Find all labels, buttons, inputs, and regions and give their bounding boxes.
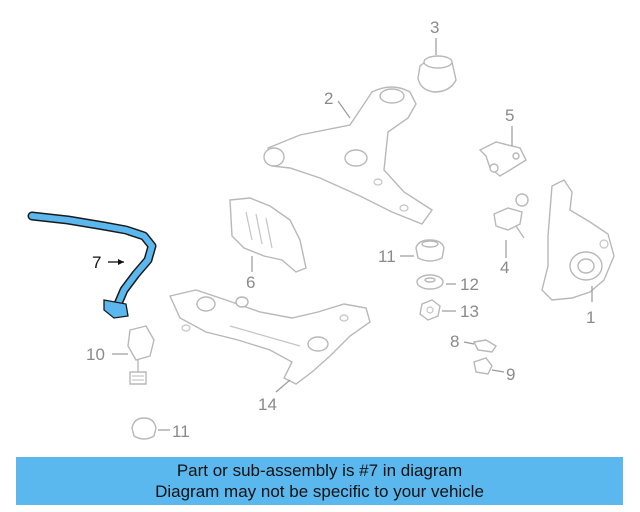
banner-line-2: Diagram may not be specific to your vehi… xyxy=(155,482,484,501)
callout-11a: 11 xyxy=(378,247,396,266)
callout-2: 2 xyxy=(324,89,333,108)
part-5-bracket[interactable] xyxy=(478,126,527,177)
callout-7: 7 xyxy=(92,253,101,272)
part-2-control-arm[interactable] xyxy=(263,86,433,225)
callout-3: 3 xyxy=(430,18,439,37)
callout-1: 1 xyxy=(586,308,595,327)
part-10-stabilizer-link[interactable] xyxy=(112,325,155,385)
banner-line-1: Part or sub-assembly is #7 in diagram xyxy=(176,461,463,480)
part-12-washer[interactable] xyxy=(416,274,456,290)
callout-12: 12 xyxy=(460,275,479,294)
callout-5: 5 xyxy=(505,106,514,125)
callout-6: 6 xyxy=(246,273,255,292)
part-1-knuckle[interactable] xyxy=(541,179,615,302)
callout-4: 4 xyxy=(500,258,509,277)
info-banner: Part or sub-assembly is #7 in diagram Di… xyxy=(16,457,623,505)
callout-10: 10 xyxy=(86,345,105,364)
callout-9: 9 xyxy=(506,365,515,384)
part-4-ball-joint[interactable] xyxy=(493,193,529,258)
part-3-bushing[interactable] xyxy=(417,38,457,93)
part-11-bushing-upper[interactable] xyxy=(400,239,445,262)
part-8-bolt[interactable] xyxy=(463,339,497,353)
part-11-bushing-lower[interactable] xyxy=(131,417,170,440)
part-9-clip[interactable] xyxy=(473,357,505,375)
callout-13: 13 xyxy=(460,302,479,321)
part-13-nut[interactable] xyxy=(419,299,456,321)
part-14-subframe[interactable] xyxy=(169,289,371,393)
callout-8: 8 xyxy=(450,332,459,351)
part-7-stabilizer-bar[interactable] xyxy=(27,211,157,319)
part-6-cover[interactable] xyxy=(229,197,307,273)
callout-11b: 11 xyxy=(172,422,190,441)
callout-14: 14 xyxy=(258,395,277,414)
